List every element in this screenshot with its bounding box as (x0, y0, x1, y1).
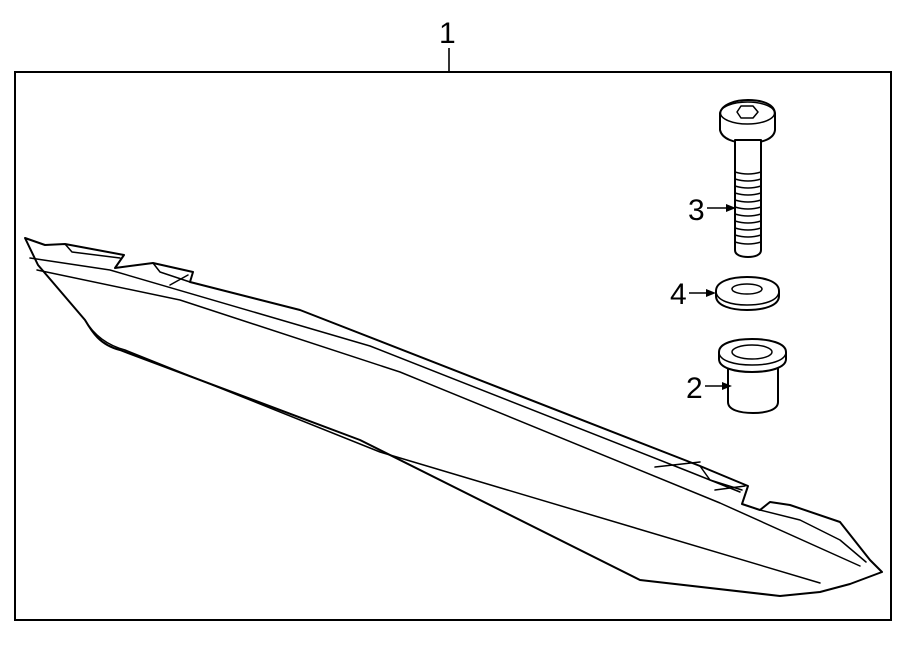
callout-3-arrowhead (726, 204, 736, 212)
callout-1-label: 1 (439, 17, 456, 50)
part-1-molding (24, 237, 883, 597)
part-3-bolt (719, 99, 776, 258)
callout-4-label: 4 (670, 278, 687, 311)
callout-2-arrowhead (722, 382, 732, 390)
callout-4-arrowhead (706, 289, 716, 297)
diagram-frame (14, 71, 892, 621)
part-4-washer (715, 276, 780, 311)
callout-3-label: 3 (688, 194, 705, 227)
callout-2-label: 2 (686, 372, 703, 405)
part-2-grommet (718, 338, 787, 414)
